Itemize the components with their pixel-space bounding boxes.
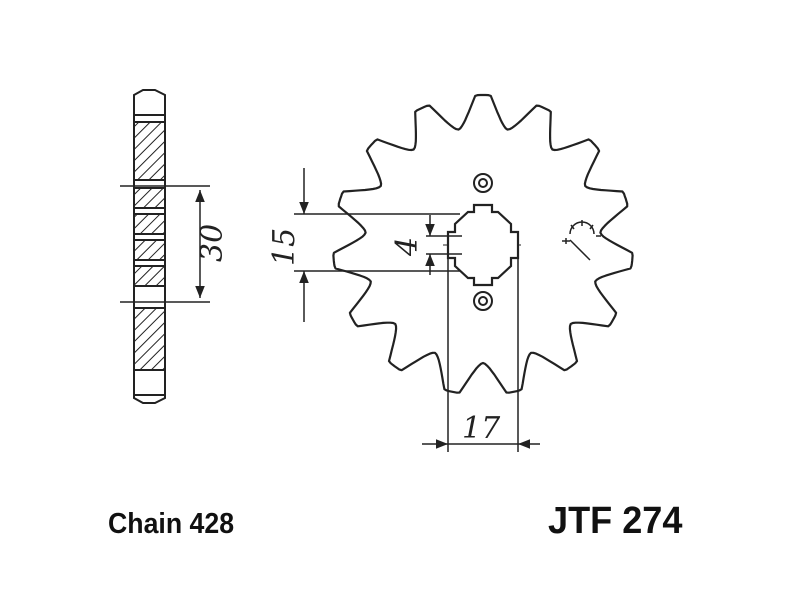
sprocket-front-view bbox=[332, 93, 634, 394]
dimension-label-thickness: 30 bbox=[195, 224, 230, 262]
dimension-label-width-across: 17 bbox=[462, 411, 501, 446]
bolt-hole-bottom bbox=[473, 291, 493, 311]
chain-size-label: Chain 428 bbox=[108, 508, 235, 540]
part-number-label: JTF 274 bbox=[548, 500, 683, 542]
bolt-hole-top bbox=[473, 173, 493, 193]
dimension-width-across bbox=[422, 258, 540, 452]
dimension-bolt-offset bbox=[425, 215, 462, 275]
dimension-label-bolt-offset: 4 bbox=[390, 237, 425, 257]
dimension-label-spline-diameter: 15 bbox=[267, 228, 302, 266]
dimension-spline-diameter bbox=[294, 168, 460, 322]
direction-symbol-icon bbox=[562, 220, 601, 261]
side-profile-view bbox=[120, 89, 210, 404]
